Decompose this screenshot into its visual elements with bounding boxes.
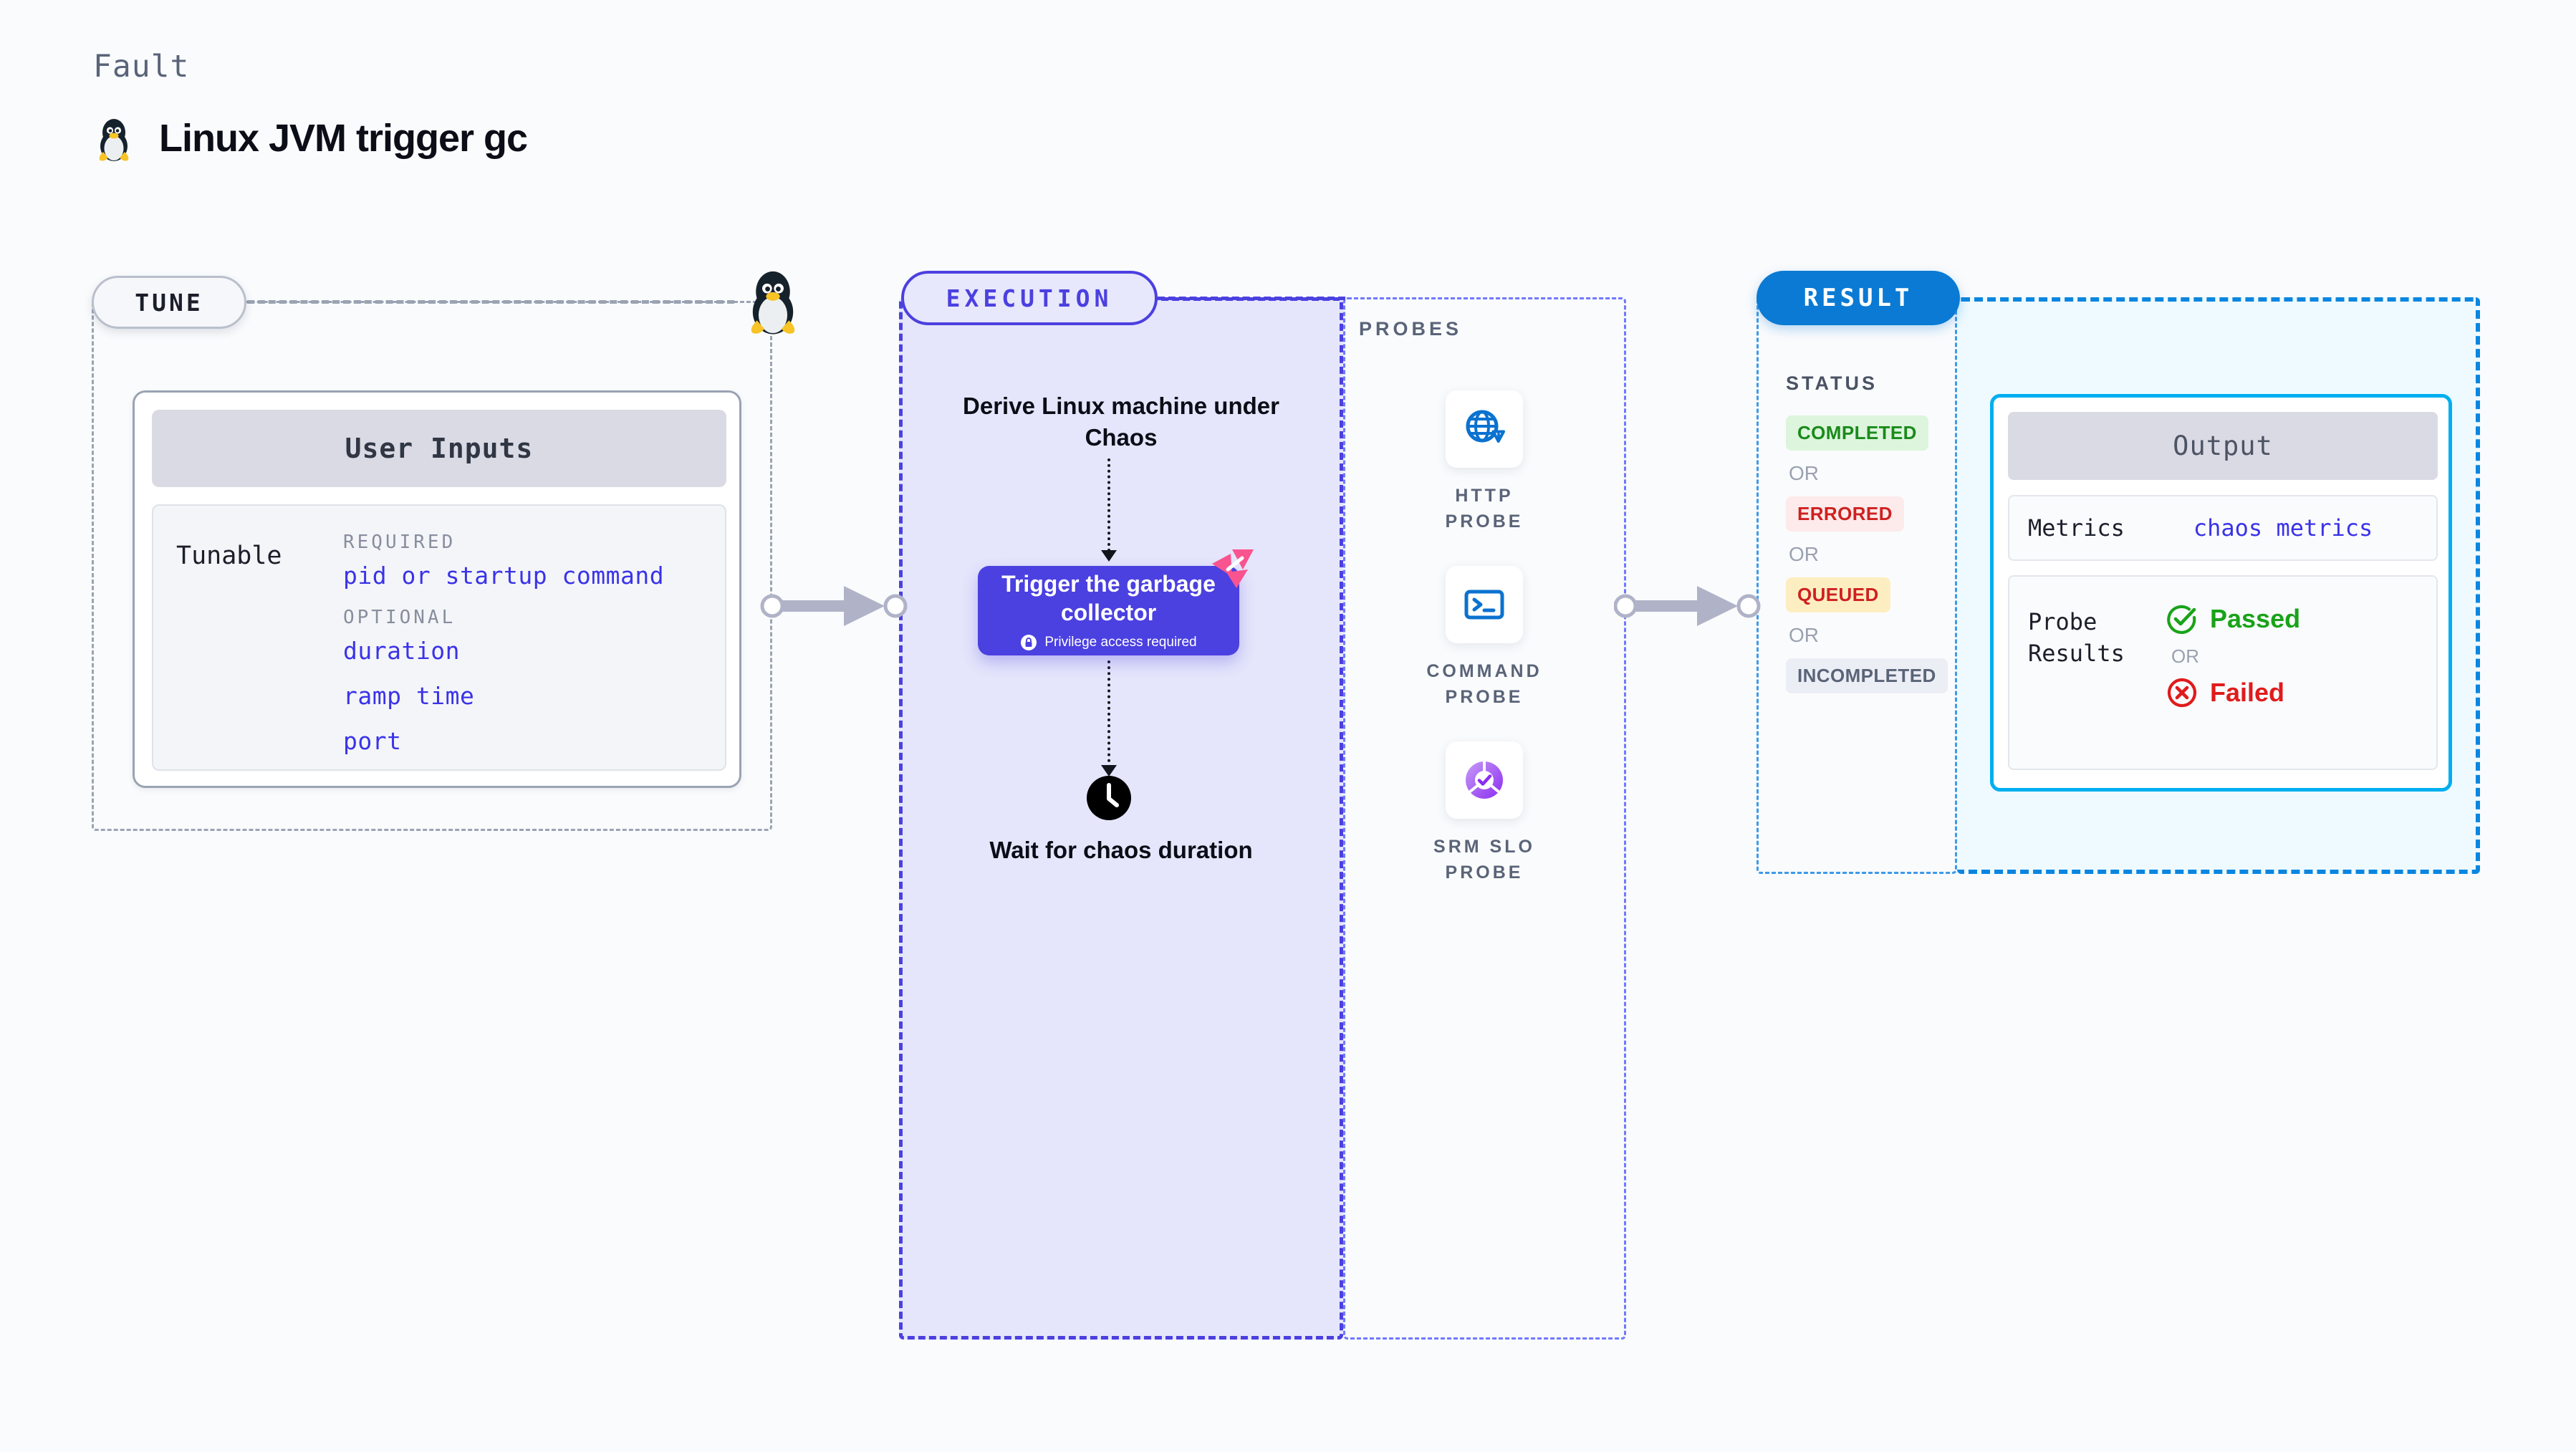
tunable-field-port[interactable]: port xyxy=(343,727,402,755)
tux-penguin-icon xyxy=(751,271,795,335)
probe-results-values: Passed OR Failed xyxy=(2167,604,2300,708)
status-or-2: OR xyxy=(1789,543,1819,565)
flow-line-action-to-wait xyxy=(1107,660,1110,768)
tunable-box: Tunable REQUIRED pid or startup command … xyxy=(152,504,726,771)
flow-arrowhead-to-wait xyxy=(1101,765,1117,777)
status-or-3: OR xyxy=(1789,624,1819,646)
privilege-note-text: Privilege access required xyxy=(1044,634,1197,650)
tunable-fields-list: REQUIRED pid or startup command OPTIONAL… xyxy=(343,532,716,772)
page-title: Linux JVM trigger gc xyxy=(159,117,528,160)
user-inputs-card: User Inputs Tunable REQUIRED pid or star… xyxy=(133,390,741,788)
x-circle-icon xyxy=(2167,678,2197,708)
execution-badge[interactable]: EXECUTION xyxy=(901,271,1158,325)
tux-penguin-icon xyxy=(99,119,129,161)
tune-top-dashed-line xyxy=(247,300,734,304)
tune-badge[interactable]: TUNE xyxy=(92,276,246,329)
metrics-value[interactable]: chaos metrics xyxy=(2193,514,2373,542)
globe-warning-icon xyxy=(1466,410,1505,443)
output-header: Output xyxy=(2008,412,2438,480)
probe-result-failed: Failed xyxy=(2167,678,2300,708)
status-badge-incompleted: INCOMPLETED xyxy=(1786,658,1948,693)
tunable-label: Tunable xyxy=(176,542,282,570)
status-badge-errored: ERRORED xyxy=(1786,496,1904,532)
status-label: STATUS xyxy=(1786,372,1878,394)
probe-http-label: HTTP PROBE xyxy=(1445,486,1524,532)
terminal-icon xyxy=(1464,590,1504,620)
probe-srm-slo-label: SRM SLO PROBE xyxy=(1433,837,1535,883)
flow-line-derive-to-action xyxy=(1107,458,1110,552)
status-badge-queued: QUEUED xyxy=(1786,577,1890,612)
execution-action-title: Trigger the garbage collector xyxy=(1001,571,1216,625)
execution-step-derive: Derive Linux machine under Chaos xyxy=(963,393,1279,451)
tunable-field-duration[interactable]: duration xyxy=(343,637,460,665)
tunable-field-ramp-time[interactable]: ramp time xyxy=(343,682,475,710)
required-group-label: REQUIRED xyxy=(343,532,456,553)
fault-kicker-label: Fault xyxy=(93,49,190,85)
status-badge-stack: COMPLETED OR ERRORED OR QUEUED OR INCOMP… xyxy=(1786,415,1951,693)
flow-arrowhead-to-action xyxy=(1101,550,1117,562)
probe-result-or: OR xyxy=(2171,645,2199,667)
execution-top-dashed-line xyxy=(1158,297,1345,300)
lock-icon xyxy=(1021,634,1037,650)
privilege-note: Privilege access required xyxy=(1020,634,1197,651)
probe-http-icon-box xyxy=(1446,390,1523,468)
metrics-key: Metrics xyxy=(2028,514,2125,542)
litmus-chaos-icon xyxy=(1212,549,1254,588)
probe-result-passed: Passed xyxy=(2167,604,2300,634)
probe-http[interactable]: HTTP PROBE xyxy=(1427,390,1542,534)
probes-label: PROBES xyxy=(1359,318,1463,340)
probe-command-icon-box xyxy=(1446,566,1523,643)
result-badge[interactable]: RESULT xyxy=(1756,271,1960,325)
status-or-1: OR xyxy=(1789,462,1819,484)
probe-result-failed-text: Failed xyxy=(2210,678,2285,707)
slo-donut-check-icon xyxy=(1466,761,1503,799)
execution-wait-text: Wait for chaos duration xyxy=(989,837,1253,863)
tunable-field-pid[interactable]: pid or startup command xyxy=(343,562,665,590)
connector-tune-to-execution xyxy=(760,586,908,626)
probe-result-passed-text: Passed xyxy=(2210,604,2301,633)
optional-group-label: OPTIONAL xyxy=(343,607,456,628)
user-inputs-header: User Inputs xyxy=(152,410,726,487)
probe-srm-slo[interactable]: SRM SLO PROBE xyxy=(1427,741,1542,885)
status-badge-completed: COMPLETED xyxy=(1786,415,1928,451)
probe-command-label: COMMAND PROBE xyxy=(1426,661,1542,707)
execution-action-card[interactable]: Trigger the garbage collector Privilege … xyxy=(978,566,1239,655)
check-circle-icon xyxy=(2167,605,2196,634)
probe-srm-slo-icon-box xyxy=(1446,741,1523,819)
clock-icon xyxy=(1087,776,1131,820)
metrics-row: Metrics chaos metrics xyxy=(2008,495,2438,561)
fault-title-row: Linux JVM trigger gc xyxy=(93,115,528,162)
probe-command[interactable]: COMMAND PROBE xyxy=(1426,566,1542,710)
connector-probes-to-result xyxy=(1614,586,1761,626)
result-status-panel xyxy=(1756,297,1957,874)
